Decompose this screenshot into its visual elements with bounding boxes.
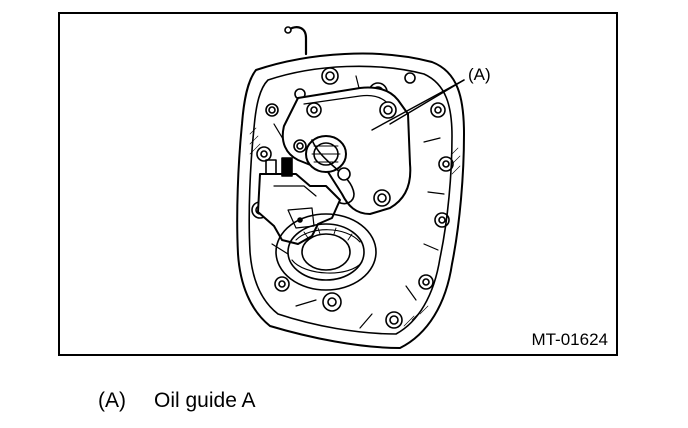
case-flange-inner	[248, 65, 453, 335]
transmission-case-illustration	[236, 26, 465, 349]
shading	[249, 127, 461, 327]
legend: (A) Oil guide A	[98, 389, 256, 413]
legend-key: (A)	[98, 389, 126, 412]
legend-text: Oil guide A	[154, 389, 256, 412]
callout-leader-a-2	[389, 79, 465, 125]
figure-code: MT-01624	[531, 330, 608, 349]
bearing	[305, 135, 355, 205]
callout-label-a: (A)	[468, 65, 491, 84]
flange-bolt-holes	[251, 67, 454, 329]
case-flange-outer	[236, 52, 465, 349]
diagram-frame: (A) MT-01624	[58, 12, 618, 356]
shift-bracket	[257, 157, 341, 245]
lower-gear	[275, 213, 377, 291]
